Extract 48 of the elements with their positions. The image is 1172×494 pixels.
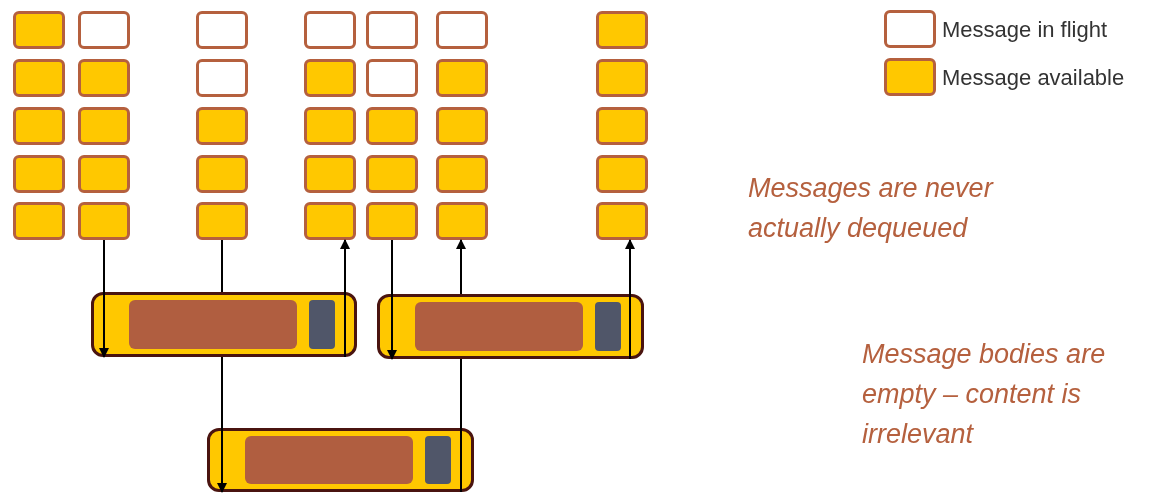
bar-drawing — [91, 292, 357, 357]
message-box — [366, 202, 418, 240]
message-box — [304, 202, 356, 240]
message-box — [596, 11, 648, 49]
message-box — [366, 59, 418, 97]
message-box — [196, 59, 248, 97]
message-box — [304, 11, 356, 49]
message-box — [366, 155, 418, 193]
arrow — [340, 239, 350, 358]
message-box — [78, 202, 130, 240]
message-box — [596, 155, 648, 193]
message-box — [436, 59, 488, 97]
message-box — [13, 155, 65, 193]
message-box — [436, 11, 488, 49]
message-box — [78, 155, 130, 193]
bar-drawing — [207, 428, 474, 492]
message-box — [13, 202, 65, 240]
message-box — [78, 59, 130, 97]
message-box — [436, 107, 488, 145]
message-box — [596, 59, 648, 97]
message-box — [13, 11, 65, 49]
note-text: Message bodies are empty – content is irrelevant — [862, 338, 1107, 451]
message-box — [196, 107, 248, 145]
message-box — [366, 11, 418, 49]
message-box — [196, 202, 248, 240]
message-box — [366, 107, 418, 145]
arrow — [456, 239, 466, 295]
bar-drawing — [377, 294, 644, 359]
message-box — [78, 107, 130, 145]
arrow — [99, 239, 109, 358]
message-box — [13, 107, 65, 145]
arrow — [387, 239, 397, 360]
arrow — [217, 356, 227, 493]
message-box — [196, 155, 248, 193]
message-box — [436, 155, 488, 193]
legend-label: Message in flight — [942, 15, 1108, 44]
note-text: Messages are never actually dequeued — [748, 172, 995, 245]
message-box — [196, 11, 248, 49]
message-box — [304, 155, 356, 193]
message-box — [304, 59, 356, 97]
message-box — [304, 107, 356, 145]
legend-label: Message available — [942, 63, 1125, 92]
message-box — [436, 202, 488, 240]
message-box — [596, 107, 648, 145]
arrow — [625, 239, 635, 360]
message-box — [13, 59, 65, 97]
message-box — [596, 202, 648, 240]
message-box — [78, 11, 130, 49]
